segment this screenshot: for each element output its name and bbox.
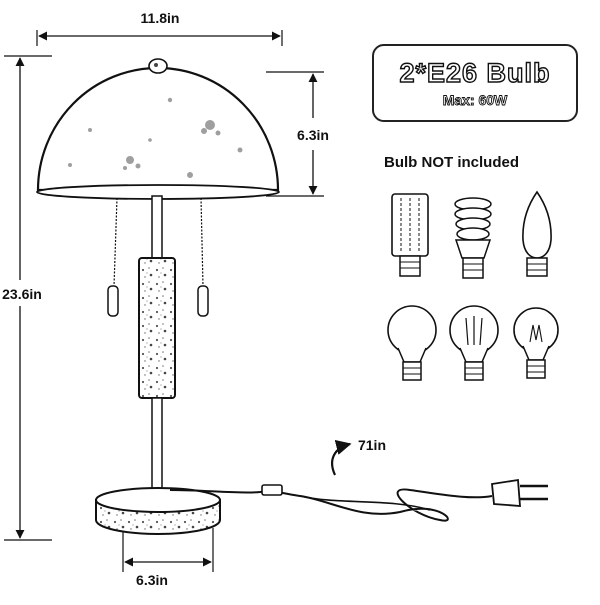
curved-arrow-icon: [331, 439, 352, 476]
base-width-label: 6.3in: [136, 572, 168, 588]
base-width-dimension: 6.3in: [122, 528, 214, 588]
total-height-label: 23.6in: [2, 286, 42, 302]
candle-bulb-icon: [522, 190, 552, 277]
lamp-base: [95, 487, 221, 535]
pull-chains: [107, 197, 209, 317]
bulb-max-wattage: Max: 60W: [442, 92, 508, 109]
a19-bulb-icon: [387, 305, 437, 381]
cord-length-callout: 71in: [331, 437, 386, 476]
bulb-icons: [387, 190, 559, 381]
filament-bulb-icon: [449, 305, 499, 381]
lamp-shade: [36, 58, 280, 200]
shade-height-dimension: 6.3in: [266, 71, 329, 197]
lamp-stem: [138, 195, 176, 503]
power-cord: [169, 478, 548, 522]
total-height-dimension: 23.6in: [2, 55, 52, 541]
bulb-spec-title: 2*E26 Bulb: [399, 57, 551, 88]
inline-switch: [261, 484, 283, 496]
corn-led-bulb-icon: [391, 193, 429, 277]
bulb-not-included-note: Bulb NOT included: [384, 154, 519, 171]
cord-length-label: 71in: [358, 437, 386, 453]
spiral-cfl-bulb-icon: [454, 197, 492, 279]
shade-height-label: 6.3in: [297, 127, 329, 143]
width-label: 11.8in: [141, 10, 180, 26]
finial-icon: [148, 58, 168, 74]
plug-icon: [491, 478, 521, 507]
width-dimension: 11.8in: [36, 10, 283, 46]
bulb-spec-box: 2*E26 Bulb Max: 60W: [372, 44, 578, 122]
incandescent-bulb-icon: [513, 307, 559, 379]
